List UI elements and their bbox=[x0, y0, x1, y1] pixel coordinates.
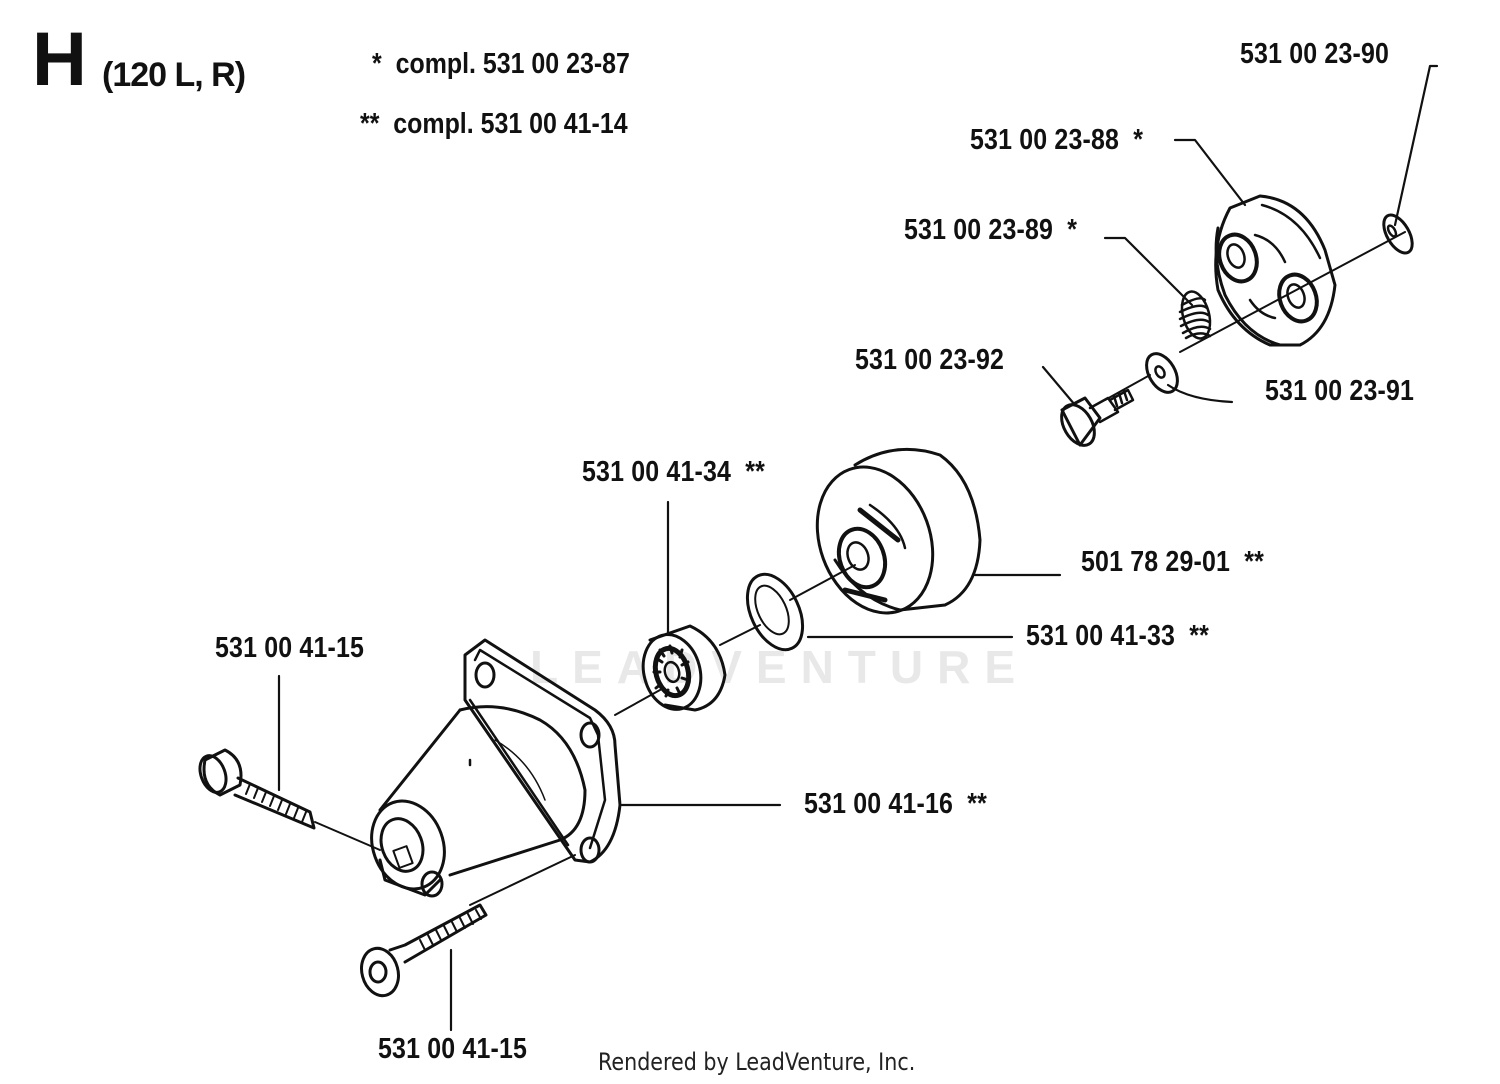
note-double-star: ** compl. 531 00 41-14 bbox=[360, 108, 628, 141]
part-marker: ** bbox=[1189, 620, 1210, 652]
retaining-ring bbox=[745, 572, 805, 652]
leader-23-92 bbox=[1041, 365, 1077, 407]
part-marker: * bbox=[1133, 124, 1144, 156]
note-text: compl. 531 00 41-14 bbox=[393, 108, 628, 140]
part-label-41-34: 531 00 41-34 ** bbox=[582, 456, 765, 489]
part-marker: ** bbox=[1244, 546, 1265, 578]
part-number: 531 00 41-34 bbox=[582, 456, 732, 488]
part-label-41-16: 531 00 41-16 ** bbox=[804, 788, 987, 821]
part-number: 531 00 23-88 bbox=[970, 124, 1120, 156]
note-text: compl. 531 00 23-87 bbox=[395, 48, 630, 80]
note-marker: * bbox=[372, 48, 382, 80]
part-number: 531 00 41-15 bbox=[215, 632, 365, 664]
leader-23-89 bbox=[1103, 236, 1194, 307]
watermark: LEADVENTURE bbox=[530, 641, 1030, 693]
part-number: 531 00 41-16 bbox=[804, 788, 954, 820]
note-marker: ** bbox=[360, 108, 380, 140]
part-marker: * bbox=[1067, 214, 1078, 246]
part-label-41-15-lower: 531 00 41-15 bbox=[378, 1033, 527, 1066]
screw-upper bbox=[198, 748, 316, 830]
part-marker: ** bbox=[967, 788, 988, 820]
part-marker: ** bbox=[745, 456, 766, 488]
section-letter: H bbox=[32, 17, 87, 102]
clutch-spring bbox=[1178, 290, 1212, 340]
part-label-23-91: 531 00 23-91 bbox=[1265, 375, 1414, 408]
needle-bearing bbox=[641, 624, 727, 712]
part-number: 531 00 41-15 bbox=[378, 1033, 528, 1065]
part-label-23-92: 531 00 23-92 bbox=[855, 344, 1004, 377]
part-label-41-15-upper: 531 00 41-15 bbox=[215, 632, 364, 665]
part-number: 531 00 23-89 bbox=[904, 214, 1054, 246]
part-label-29-01: 501 78 29-01 ** bbox=[1081, 546, 1264, 579]
leader-23-88 bbox=[1173, 138, 1247, 207]
washer-23-91 bbox=[1145, 352, 1179, 394]
part-number: 531 00 23-92 bbox=[855, 344, 1005, 376]
part-label-23-90: 531 00 23-90 bbox=[1240, 38, 1389, 71]
part-label-23-89: 531 00 23-89 * bbox=[904, 214, 1077, 247]
screw-lower bbox=[360, 903, 488, 998]
part-number: 531 00 23-91 bbox=[1265, 375, 1415, 407]
clutch-housing bbox=[370, 638, 622, 898]
part-number: 501 78 29-01 bbox=[1081, 546, 1231, 578]
clutch-drum bbox=[815, 447, 982, 615]
shoulder-bolt-23-92 bbox=[1060, 388, 1135, 447]
note-single-star: * compl. 531 00 23-87 bbox=[372, 48, 630, 81]
washer-23-90 bbox=[1382, 213, 1414, 255]
clutch-shoe-assembly bbox=[1214, 194, 1337, 347]
part-number: 531 00 41-33 bbox=[1026, 620, 1176, 652]
footer-credit: Rendered by LeadVenture, Inc. bbox=[598, 1048, 916, 1076]
part-number: 531 00 23-90 bbox=[1240, 38, 1390, 70]
leader-23-91 bbox=[1166, 383, 1234, 404]
part-label-23-88: 531 00 23-88 * bbox=[970, 124, 1143, 157]
leader-23-90 bbox=[1393, 64, 1439, 227]
part-label-41-33: 531 00 41-33 ** bbox=[1026, 620, 1209, 653]
model-label: (120 L, R) bbox=[102, 56, 246, 94]
